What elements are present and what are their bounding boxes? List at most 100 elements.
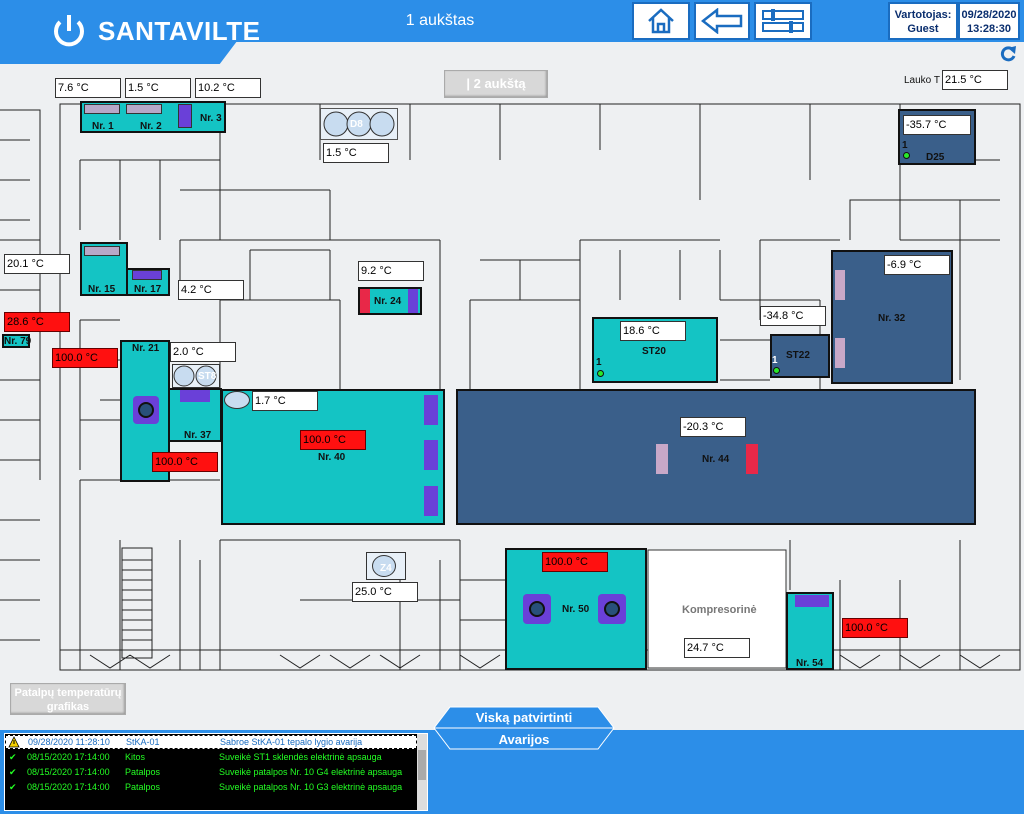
room-label-st8: ST8	[198, 371, 217, 382]
temperature-graphs-button[interactable]: Patalpų temperatūrų grafikas	[10, 683, 126, 715]
room-label-nr32: Nr. 32	[878, 313, 906, 324]
alarm-date: 08/15/2020 17:14:00	[27, 752, 110, 762]
alarm-row[interactable]: ✔ 08/15/2020 17:14:00 Patalpos Suveikė p…	[5, 766, 417, 780]
room-label-z4: Z4	[380, 563, 392, 574]
power-logo-icon	[54, 15, 84, 47]
room-label-nr79: Nr. 79	[4, 336, 32, 347]
fan-icon	[224, 391, 250, 409]
temp-st8: 2.0 °C	[170, 342, 236, 362]
temp-st20: 18.6 °C	[620, 321, 686, 341]
temp-nr44: -20.3 °C	[680, 417, 746, 437]
logo-plate	[0, 0, 268, 64]
temp-d8: 1.5 °C	[323, 143, 389, 163]
alarm-source: Patalpos	[125, 782, 161, 792]
unit-icon	[132, 270, 162, 280]
fan-icon	[372, 555, 396, 577]
unit-icon	[835, 338, 845, 368]
alarm-list[interactable]: 09/28/2020 11:28:10 StKA-01 Sabroe StKA-…	[4, 733, 428, 811]
room-label-nr17: Nr. 17	[134, 284, 162, 295]
alarm-date: 08/15/2020 17:14:00	[27, 782, 110, 792]
cooler-icon	[424, 440, 438, 470]
brand-logo: SANTAVILTE	[98, 16, 261, 46]
cooler-icon	[424, 486, 438, 516]
unit-icon	[126, 104, 162, 114]
alarm-row[interactable]: ✔ 08/15/2020 17:14:00 Kitos Suveikė ST1 …	[5, 751, 417, 765]
unit-icon	[84, 246, 120, 256]
room-label-d25: D25	[926, 152, 945, 163]
alarm-message: Suveikė patalpos Nr. 10 G4 elektrinė aps…	[219, 767, 403, 777]
fan-icon	[323, 111, 395, 137]
user-name: Guest	[907, 23, 939, 35]
d25-unit-number: 1	[902, 140, 908, 151]
temp-nr17: 4.2 °C	[178, 280, 244, 300]
alarm-row[interactable]: ✔ 08/15/2020 17:14:00 Patalpos Suveikė p…	[5, 781, 417, 795]
floor-2-button[interactable]: | 2 aukštą	[444, 70, 548, 98]
room-label-nr2: Nr. 2	[140, 121, 162, 132]
heater-icon	[746, 444, 758, 474]
room-nr79[interactable]	[2, 334, 30, 348]
room-nr40[interactable]	[221, 389, 445, 525]
back-button[interactable]	[694, 2, 750, 40]
temp-nr3: 10.2 °C	[195, 78, 261, 98]
refresh-icon[interactable]	[998, 44, 1018, 62]
home-icon	[648, 8, 674, 34]
alarms-tab[interactable]: Avarijos	[498, 732, 550, 747]
unit-icon	[795, 595, 829, 607]
scrollbar-thumb[interactable]	[418, 750, 426, 780]
alarm-scrollbar[interactable]	[417, 734, 427, 810]
temp-nr24: 9.2 °C	[358, 261, 424, 281]
check-icon: ✔	[9, 752, 17, 762]
datetime-box: 09/28/2020 13:28:30	[958, 2, 1020, 40]
alarm-row[interactable]: 09/28/2020 11:28:10 StKA-01 Sabroe StKA-…	[5, 735, 417, 749]
cooler-icon	[424, 395, 438, 425]
temp-nr1: 7.6 °C	[55, 78, 121, 98]
room-label-nr15: Nr. 15	[88, 284, 116, 295]
sliders-icon	[762, 9, 804, 33]
status-led-icon	[597, 370, 604, 377]
temp-d25: -35.7 °C	[903, 115, 971, 135]
alarm-tabs-shape	[433, 706, 615, 750]
alarm-source: Kitos	[125, 752, 146, 762]
alarm-date: 08/15/2020 17:14:00	[27, 767, 110, 777]
room-st22[interactable]	[770, 334, 830, 378]
fan-icon	[529, 601, 545, 617]
room-label-nr1: Nr. 1	[92, 121, 114, 132]
temp-st22: -34.8 °C	[760, 306, 826, 326]
check-icon: ✔	[9, 767, 17, 777]
room-label-nr21: Nr. 21	[132, 343, 160, 354]
back-arrow-icon	[701, 8, 743, 34]
page-title: 1 aukštas	[405, 12, 475, 29]
temp-kompresorine: 24.7 °C	[684, 638, 750, 658]
temp-nr40: 100.0 °C	[300, 430, 366, 450]
temp-z4: 25.0 °C	[352, 582, 418, 602]
room-nr44[interactable]	[456, 389, 976, 525]
settings-button[interactable]	[754, 2, 812, 40]
home-button[interactable]	[632, 2, 690, 40]
alarm-source: StKA-01	[126, 737, 160, 747]
time-text: 13:28:30	[966, 23, 1012, 35]
confirm-all-button[interactable]: Viską patvirtinti	[475, 710, 573, 725]
room-label-nr54: Nr. 54	[796, 658, 824, 669]
room-label-nr37: Nr. 37	[184, 430, 212, 441]
fan-icon	[604, 601, 620, 617]
alarm-message: Suveikė patalpos Nr. 10 G3 elektrinė aps…	[219, 782, 403, 792]
room-label-st22: ST22	[786, 350, 810, 361]
temp-left-20: 20.1 °C	[4, 254, 70, 274]
temp-nr2: 1.5 °C	[125, 78, 191, 98]
temp-left-28: 28.6 °C	[4, 312, 70, 332]
outside-temp-value: 21.5 °C	[942, 70, 1008, 90]
temp-nr21-alarm: 100.0 °C	[52, 348, 118, 368]
room-label-nr40: Nr. 40	[318, 452, 346, 463]
heater-icon	[360, 289, 370, 313]
room-label-nr44: Nr. 44	[702, 454, 730, 465]
user-label: Vartotojas:	[894, 9, 952, 21]
unit-icon	[84, 104, 120, 114]
unit-icon	[656, 444, 668, 474]
room-label-d8: D8	[350, 119, 363, 130]
room-st20[interactable]	[592, 317, 718, 383]
cooler-icon	[408, 289, 418, 313]
room-nr37[interactable]	[168, 388, 222, 442]
temp-nr50: 100.0 °C	[542, 552, 608, 572]
st20-unit-number: 1	[596, 357, 602, 368]
room-label-nr3: Nr. 3	[200, 113, 222, 124]
